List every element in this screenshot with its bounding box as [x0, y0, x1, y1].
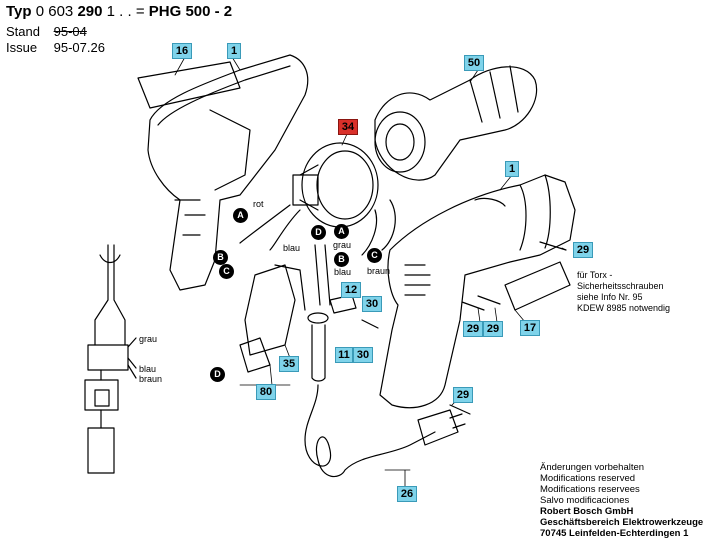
part-label-29-mid-1: 29: [463, 321, 483, 337]
torx-screw-mid-1: [461, 301, 485, 311]
part-label-29-mid-2: 29: [483, 321, 503, 337]
part-label-35: 35: [279, 356, 299, 372]
torx-note: für Torx - Sicherheitsschrauben siehe In…: [577, 270, 670, 314]
footer-line-en: Modifications reserved: [540, 473, 636, 484]
wire-label-blau-schematic: blau: [139, 364, 157, 374]
heating-element: [292, 142, 379, 228]
cover-strip: [137, 61, 241, 109]
stand-line: Stand 95-04: [6, 24, 87, 39]
part-label-26: 26: [397, 486, 417, 502]
torx-note-line-3: siehe Info Nr. 95: [577, 292, 643, 302]
screw-30: [361, 319, 379, 329]
connector-marker-b-left: B: [213, 250, 228, 265]
connector-marker-d-upper: D: [311, 225, 326, 240]
connector-marker-a-right: A: [334, 224, 349, 239]
part-label-16: 16: [172, 43, 192, 59]
bushing: [307, 312, 329, 324]
stand-value: 95-04: [53, 24, 87, 39]
torx-note-line-2: Sicherheitsschrauben: [577, 281, 664, 291]
part-label-30-lower: 30: [353, 347, 373, 363]
part-label-80: 80: [256, 384, 276, 400]
part-label-30-upper: 30: [362, 296, 382, 312]
part-label-1-right: 1: [505, 161, 519, 177]
typ-label: Typ: [6, 3, 32, 20]
wire-label-blau-right: blau: [334, 267, 352, 277]
tube-part: [311, 324, 326, 382]
housing-left-half: [147, 54, 309, 291]
model-name: PHG 500 - 2: [148, 3, 233, 20]
torx-screw-low: [449, 404, 471, 415]
torx-note-line-4: KDEW 8985 notwendig: [577, 303, 671, 313]
part-label-11: 11: [335, 347, 353, 363]
housing-right-assembled: [379, 174, 576, 409]
connector-marker-c-left: C: [219, 264, 234, 279]
part-label-34: 34: [338, 119, 358, 135]
issue-line: Issue 95-07.26: [6, 40, 105, 55]
part-label-12: 12: [341, 282, 361, 298]
heating-wires: [239, 199, 396, 256]
part-label-50: 50: [464, 55, 484, 71]
part-label-17: 17: [520, 320, 540, 336]
side-cover-plate: [504, 261, 571, 311]
footer-line-es: Salvo modificaciones: [540, 495, 630, 506]
wire-label-rot: rot: [253, 199, 264, 209]
connector-marker-b-right: B: [334, 252, 349, 267]
wire-label-braun-schematic: braun: [139, 374, 163, 384]
issue-value: 95-07.26: [53, 40, 105, 55]
nozzle: [374, 65, 538, 181]
type-line: Typ 0 603 290 1 . . = PHG 500 - 2: [6, 4, 232, 19]
wire-label-grau-schematic: grau: [139, 334, 158, 344]
wire-label-braun-right: braun: [367, 266, 391, 276]
typ-number-bold: 290: [77, 3, 103, 20]
company-division: Geschäftsbereich Elektrowerkzeuge: [540, 517, 704, 528]
part-label-29-right: 29: [573, 242, 593, 258]
fan-rod: [314, 244, 331, 306]
connector-marker-c-right: C: [367, 248, 382, 263]
stand-label: Stand: [6, 24, 40, 39]
issue-label: Issue: [6, 40, 38, 55]
torx-screw-mid-2: [477, 295, 501, 305]
part-label-29-low: 29: [453, 387, 473, 403]
connector-marker-d-left: D: [210, 367, 225, 382]
company-name: Robert Bosch GmbH: [540, 506, 634, 517]
wire-label-blau-left: blau: [283, 243, 301, 253]
torx-note-line-1: für Torx -: [577, 270, 613, 280]
footer-notice: Änderungen vorbehalten Modifications res…: [540, 462, 703, 539]
connector-marker-a-left: A: [233, 208, 248, 223]
footer-line-de: Änderungen vorbehalten: [540, 462, 645, 473]
typ-suffix: 1 . . =: [106, 3, 145, 20]
typ-number-prefix: 0 603: [35, 3, 74, 20]
torx-screw-right: [539, 241, 567, 251]
company-address: 70745 Leinfelden-Echterdingen 1: [540, 528, 689, 539]
wire-label-grau-right: grau: [333, 240, 352, 250]
wiring-schematic: [84, 244, 137, 474]
power-cord: [304, 384, 436, 478]
plug: [417, 409, 466, 446]
part-label-1-left: 1: [227, 43, 241, 59]
footer-line-fr: Modifications reservees: [540, 484, 640, 495]
